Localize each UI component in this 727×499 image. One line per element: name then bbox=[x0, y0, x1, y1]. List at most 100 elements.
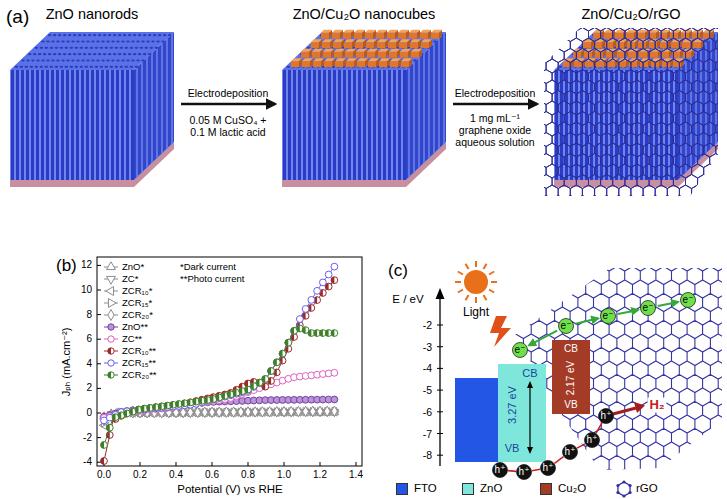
axis-tick-label: -4 bbox=[423, 362, 432, 374]
nanocube bbox=[377, 39, 388, 42]
axis-tick-label: -4 bbox=[83, 456, 92, 468]
node-shape bbox=[278, 4, 450, 204]
node-text: VB bbox=[505, 442, 520, 455]
rod-tip bbox=[135, 66, 139, 68]
data-marker bbox=[268, 368, 271, 375]
hole-dot: h⁺ bbox=[562, 444, 578, 460]
rod-tip bbox=[63, 53, 67, 55]
nanocube bbox=[649, 42, 657, 48]
rod-tip bbox=[43, 53, 47, 55]
nanocube bbox=[368, 58, 379, 61]
rod-tip bbox=[95, 66, 99, 68]
rod-tip bbox=[108, 53, 112, 55]
circle-outline bbox=[559, 319, 574, 334]
electrode-block bbox=[282, 30, 446, 187]
rgo-atom bbox=[622, 480, 625, 483]
data-marker bbox=[108, 310, 114, 321]
data-marker bbox=[101, 442, 108, 449]
nanorod bbox=[645, 70, 648, 180]
rod-tip bbox=[78, 34, 82, 36]
nanocube bbox=[379, 61, 387, 67]
axis-tick-label: 0.8 bbox=[241, 469, 255, 481]
nanorod bbox=[378, 70, 381, 180]
data-marker bbox=[256, 379, 259, 386]
data-marker bbox=[238, 407, 244, 417]
legend-swatch bbox=[540, 483, 552, 495]
nanocube bbox=[313, 58, 324, 61]
nanocube bbox=[595, 52, 603, 58]
nanorod bbox=[308, 70, 311, 180]
nanocube bbox=[376, 33, 384, 39]
axis-title: Jₚₕ (mA.cm⁻²) bbox=[60, 328, 73, 397]
rod-tip bbox=[151, 40, 155, 42]
rod-front bbox=[10, 70, 134, 180]
nanorod bbox=[393, 70, 396, 180]
axis-tick bbox=[97, 388, 101, 389]
rod-tip bbox=[95, 47, 99, 49]
nanorod bbox=[131, 70, 134, 180]
nanocube bbox=[301, 52, 309, 58]
legend-text: ZC* bbox=[122, 274, 138, 285]
rod-tip bbox=[45, 66, 49, 68]
data-marker bbox=[273, 359, 280, 366]
nanocube bbox=[346, 61, 354, 67]
data-marker bbox=[279, 350, 286, 357]
nanocube bbox=[365, 33, 373, 39]
rod-tip bbox=[26, 59, 30, 61]
rod-tip bbox=[85, 66, 89, 68]
data-marker bbox=[268, 368, 275, 375]
nanorod bbox=[323, 70, 326, 180]
rgo-atom bbox=[628, 484, 631, 487]
nanocube bbox=[401, 58, 412, 61]
rgo-atom bbox=[628, 491, 631, 494]
process-arrow bbox=[453, 103, 537, 106]
rod-tip bbox=[128, 34, 132, 36]
nanocube bbox=[409, 33, 417, 39]
data-marker bbox=[331, 369, 338, 376]
rod-tip bbox=[433, 40, 437, 42]
rod-tip bbox=[307, 47, 311, 49]
nanocube bbox=[312, 49, 323, 52]
rod-tip bbox=[60, 66, 64, 68]
data-marker bbox=[296, 325, 299, 332]
nanocube bbox=[344, 39, 355, 42]
nanocube bbox=[637, 33, 645, 39]
sun-symbol bbox=[455, 261, 497, 303]
data-marker bbox=[285, 339, 288, 346]
rod-tip bbox=[96, 40, 100, 42]
axis-tick bbox=[140, 462, 141, 466]
axis-tick-label: -5 bbox=[423, 384, 432, 396]
nanocube bbox=[345, 52, 353, 58]
legend-text: ZCR₁₀* bbox=[122, 286, 152, 297]
data-marker bbox=[233, 389, 236, 396]
data-marker bbox=[227, 391, 230, 398]
rod-tip bbox=[33, 53, 37, 55]
nanorod bbox=[413, 62, 415, 172]
rod-tip bbox=[116, 40, 120, 42]
nanocube bbox=[323, 52, 331, 58]
rod-tip bbox=[128, 53, 132, 55]
rgo-hexagon bbox=[618, 482, 630, 496]
rod-tip bbox=[150, 47, 154, 49]
nanocube bbox=[344, 42, 352, 48]
nanorod bbox=[313, 70, 316, 180]
rod-tip bbox=[125, 66, 129, 68]
data-marker bbox=[325, 271, 332, 278]
nanocube bbox=[322, 39, 333, 42]
nanocube bbox=[638, 42, 646, 48]
data-marker bbox=[187, 399, 190, 406]
nanocube bbox=[659, 33, 667, 39]
electron-dot: e⁻ bbox=[640, 300, 656, 316]
nanocube bbox=[593, 33, 601, 39]
circle-outline bbox=[493, 463, 508, 478]
data-marker bbox=[222, 393, 225, 400]
nanocube bbox=[321, 30, 332, 33]
electrode-sketch: ZnO/Cu₂O nanocubes bbox=[278, 4, 450, 204]
sun-ray bbox=[466, 295, 469, 300]
nanocube bbox=[356, 49, 367, 52]
nanorod bbox=[66, 70, 69, 180]
hole-transfer-line bbox=[508, 470, 516, 472]
node-shape bbox=[540, 4, 722, 204]
legend-text: ZCR₂₀** bbox=[122, 370, 157, 381]
rod-tip bbox=[158, 34, 162, 36]
